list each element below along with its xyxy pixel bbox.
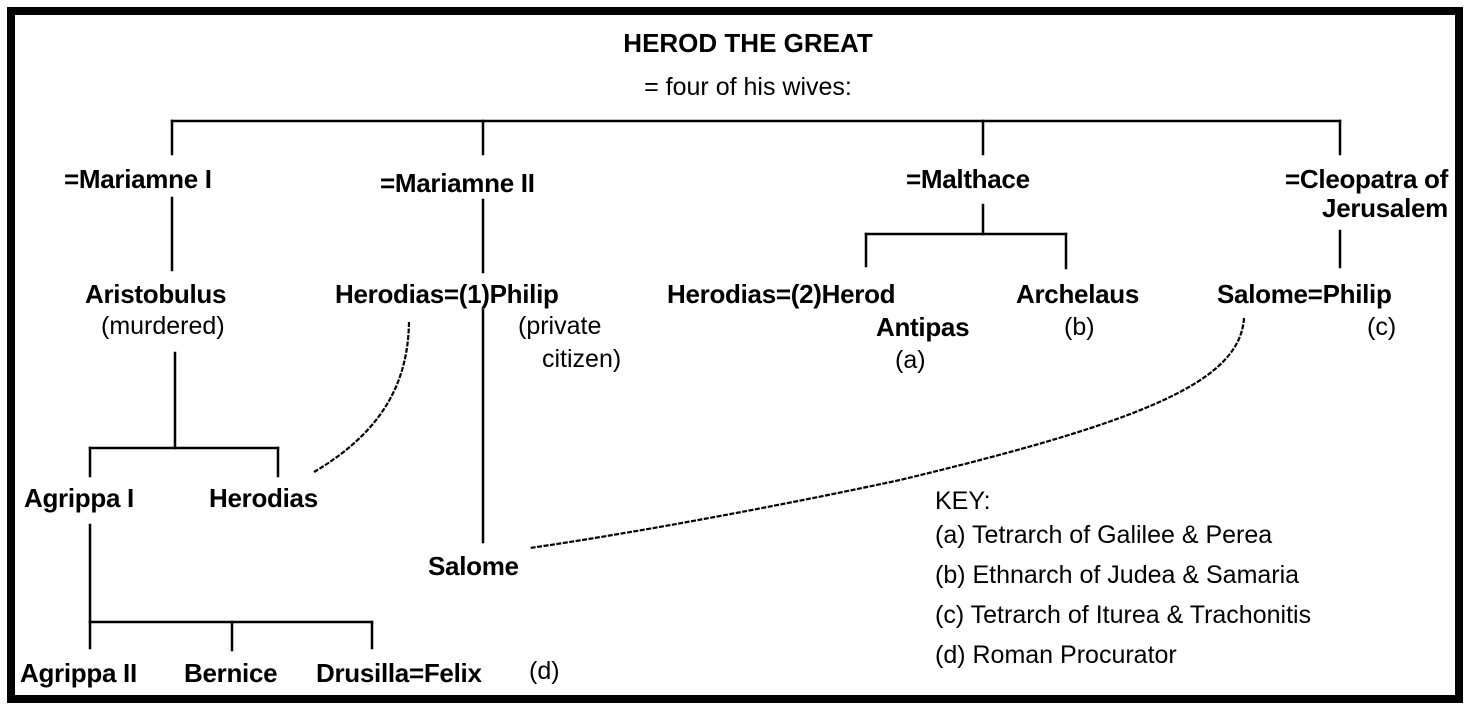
tree-subtitle: = four of his wives: xyxy=(644,73,852,101)
note-murdered: (murdered) xyxy=(101,312,225,340)
note-b: (b) xyxy=(1064,313,1095,341)
person-salome: Salome xyxy=(428,551,519,581)
key-heading: KEY: xyxy=(935,487,991,515)
person-herodias: Herodias xyxy=(209,483,318,513)
person-bernice: Bernice xyxy=(184,658,278,688)
note-c: (c) xyxy=(1367,313,1397,341)
person-herodias-philip: Herodias=(1)Philip xyxy=(335,279,559,309)
person-archelaus: Archelaus xyxy=(1016,279,1140,309)
wife-cleopatra-line2: Jerusalem xyxy=(1322,193,1448,223)
person-aristobulus: Aristobulus xyxy=(85,279,227,309)
key-item-b: (b) Ethnarch of Judea & Samaria xyxy=(935,561,1300,589)
note-citizen: citizen) xyxy=(542,345,622,373)
person-salome-philip: Salome=Philip xyxy=(1217,279,1392,309)
key-item-a: (a) Tetrarch of Galilee & Perea xyxy=(935,521,1273,549)
person-agrippa-1: Agrippa I xyxy=(24,483,134,513)
person-antipas-line2: Antipas xyxy=(876,312,970,342)
key-item-d: (d) Roman Procurator xyxy=(935,641,1177,669)
wife-cleopatra-line1: =Cleopatra of xyxy=(1285,164,1448,194)
note-a: (a) xyxy=(895,346,926,374)
person-agrippa-2: Agrippa II xyxy=(20,658,137,688)
tree-title: HEROD THE GREAT xyxy=(623,28,873,58)
diagram-frame xyxy=(7,7,1463,703)
wife-malthace: =Malthace xyxy=(906,164,1030,194)
wife-mariamne-1: =Mariamne I xyxy=(64,164,212,194)
person-drusilla-felix: Drusilla=Felix xyxy=(316,658,482,688)
wife-mariamne-2: =Mariamne II xyxy=(380,168,535,198)
person-herodias-antipas: Herodias=(2)Herod xyxy=(667,279,896,309)
note-private: (private xyxy=(518,312,602,340)
note-d: (d) xyxy=(529,657,560,685)
key-item-c: (c) Tetrarch of Iturea & Trachonitis xyxy=(935,601,1312,629)
